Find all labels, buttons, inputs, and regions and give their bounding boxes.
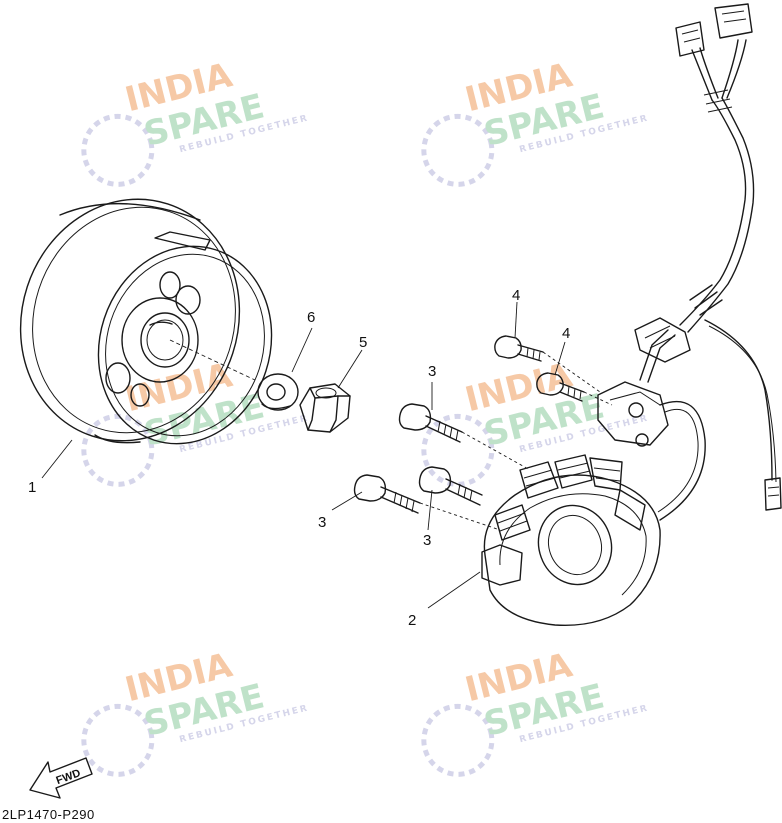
washer — [257, 373, 299, 411]
leader-lines — [41, 301, 613, 609]
leader-1 — [41, 439, 73, 479]
callout-3: 3 — [318, 514, 326, 531]
rotor-flywheel — [19, 198, 273, 445]
wiring-harness — [675, 3, 782, 511]
watermark-top-right: INDIA SPARE REBUILD TOGETHER — [421, 55, 650, 187]
screw-lower-left — [353, 474, 421, 514]
leader-3a — [331, 491, 363, 511]
pickup-screw-upper — [494, 335, 544, 362]
watermark-top-left: INDIA SPARE REBUILD TOGETHER — [81, 55, 310, 187]
leader-4a — [514, 301, 518, 339]
leader-5 — [337, 349, 363, 389]
callout-6: 6 — [307, 309, 315, 326]
pickup-screw-lower — [536, 372, 585, 402]
callout-5: 5 — [359, 334, 367, 351]
fwd-label: FWD — [55, 767, 83, 787]
callout-4: 4 — [512, 287, 520, 304]
screw-lower-right — [418, 466, 483, 506]
leader-6 — [291, 327, 313, 373]
watermark-mid-right: INDIA SPARE REBUILD TOGETHER — [421, 355, 650, 487]
callout-2: 2 — [408, 612, 416, 629]
watermark-bottom-left: INDIA SPARE REBUILD TOGETHER — [81, 645, 310, 777]
diagram-code: 2LP1470-P290 — [2, 807, 95, 822]
leader-3c — [427, 489, 433, 531]
leader-4b — [554, 341, 566, 376]
watermark-bottom-right: INDIA SPARE REBUILD TOGETHER — [421, 645, 650, 777]
callout-3: 3 — [428, 363, 436, 380]
leader-2 — [427, 571, 481, 609]
fwd-arrow: FWD — [29, 757, 93, 799]
stator-assembly — [481, 317, 706, 627]
callout-4: 4 — [562, 325, 570, 342]
flange-nut — [299, 383, 351, 433]
callout-1: 1 — [28, 479, 36, 496]
callout-3: 3 — [423, 532, 431, 549]
screw-upper-left — [398, 403, 463, 443]
